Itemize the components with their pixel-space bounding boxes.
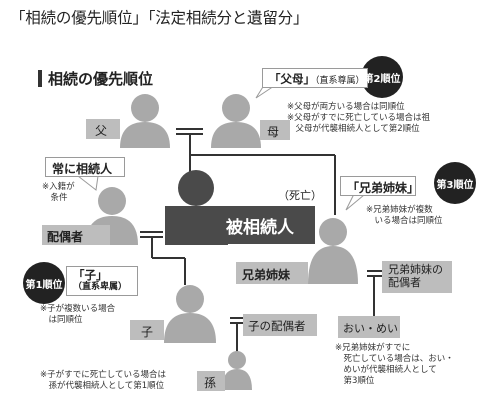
child-note-line-1: ※子が複数いる場合 — [40, 304, 116, 314]
grandchild-label: 孫 — [204, 376, 217, 390]
sibling-spouse-label-line-2: 配偶者 — [388, 276, 421, 289]
child-figure — [164, 285, 216, 343]
section-title: 相続の優先順位 — [48, 70, 154, 88]
deceased-label-box — [165, 206, 315, 244]
nephew-note: ※兄弟姉妹がすでに 死亡している場合は、おい・ めいが代襲相続人として 第3順位 — [335, 343, 454, 387]
spouse-label: 配偶者 — [47, 230, 84, 244]
spouse-note-line-2: 条件 — [42, 193, 68, 203]
rank-2-label: 第2順位 — [363, 73, 401, 85]
rank-3-label: 第3順位 — [436, 179, 474, 191]
sibling-spouse-label-line-1: 兄弟姉妹の — [388, 263, 443, 276]
child-spouse-label-box — [243, 314, 317, 336]
mother-label-box — [260, 120, 290, 140]
child-label-box — [130, 320, 164, 340]
mother-figure — [211, 94, 261, 148]
parents-callout: 「父母」（直系尊属） — [262, 68, 368, 88]
spouse-note: ※入籍が 条件 — [42, 182, 75, 204]
parents-note-line-1: ※父母が両方いる場合は同順位 — [287, 102, 405, 112]
sibling-callout: 「兄弟姉妹」 — [340, 176, 419, 196]
grandchild-note: ※子がすでに死亡している場合は 孫が代襲相続人として第1順位 — [40, 370, 166, 392]
grandchild-note-line-2: 孫が代襲相続人として第1順位 — [40, 381, 165, 391]
rank-1-label: 第1順位 — [25, 279, 63, 291]
father-label: 父 — [95, 124, 108, 138]
sibling-note-line-2: いる場合は同順位 — [366, 216, 443, 226]
sibling-spouse-label-box — [382, 261, 452, 293]
sibling-label: 兄弟姉妹 — [242, 268, 291, 282]
child-spouse-label: 子の配偶者 — [248, 319, 306, 333]
page-title: 「相続の優先順位」「法定相続分と遺留分」 — [10, 9, 309, 27]
parents-note: ※父母が両方いる場合は同順位 ※父母がすでに死亡している場合は祖 父母が代襲相続… — [287, 102, 430, 135]
nephew-label: おい・めい — [343, 322, 398, 335]
spouse-label-box — [42, 225, 110, 245]
sibling-note: ※兄弟姉妹が複数 いる場合は同順位 — [366, 205, 443, 227]
spouse-callout: 常に相続人 — [45, 157, 125, 177]
mother-label: 母 — [267, 125, 280, 139]
parents-callout-main: 「父母」 — [269, 72, 315, 86]
spouse-note-line-1: ※入籍が — [42, 182, 75, 192]
father-label-box — [86, 119, 120, 139]
parents-note-line-3: 父母が代襲相続人として第2順位 — [287, 124, 420, 134]
section-marker — [38, 70, 42, 87]
deceased-status: （死亡） — [278, 189, 322, 202]
child-note: ※子が複数いる場合 は同順位 — [40, 304, 115, 326]
child-note-line-2: は同順位 — [40, 315, 83, 325]
child-callout: 「子」 （直系卑属） — [66, 266, 138, 296]
rank-2-badge — [361, 56, 403, 98]
rank-3-badge — [434, 162, 476, 204]
spouse-callout-tail — [76, 175, 99, 191]
grandchild-note-line-1: ※子がすでに死亡している場合は — [40, 370, 166, 380]
father-figure — [120, 94, 170, 148]
grandchild-label-box — [197, 371, 225, 391]
grandchild-figure — [222, 351, 252, 390]
parents-callout-sub: （直系尊属） — [315, 76, 365, 86]
child-callout-main: 「子」 — [73, 268, 108, 282]
nephew-note-line-2: 死亡している場合は、おい・ — [335, 354, 454, 364]
sibling-note-line-1: ※兄弟姉妹が複数 — [366, 205, 433, 215]
child-label: 子 — [141, 325, 154, 339]
nephew-note-line-4: 第3順位 — [335, 376, 375, 386]
sibling-figure — [308, 218, 358, 284]
nephew-note-line-1: ※兄弟姉妹がすでに — [335, 343, 411, 353]
child-callout-sub: （直系卑属） — [73, 282, 128, 292]
deceased-label: 被相続人 — [226, 218, 294, 238]
rank-1-badge — [23, 262, 65, 304]
parents-note-line-2: ※父母がすでに死亡している場合は祖 — [287, 113, 430, 123]
nephew-note-line-3: めいが代襲相続人として — [335, 365, 437, 375]
sibling-label-box — [236, 262, 308, 284]
nephew-label-box — [338, 316, 400, 338]
sibling-spouse-label: 兄弟姉妹の 配偶者 — [388, 263, 443, 289]
